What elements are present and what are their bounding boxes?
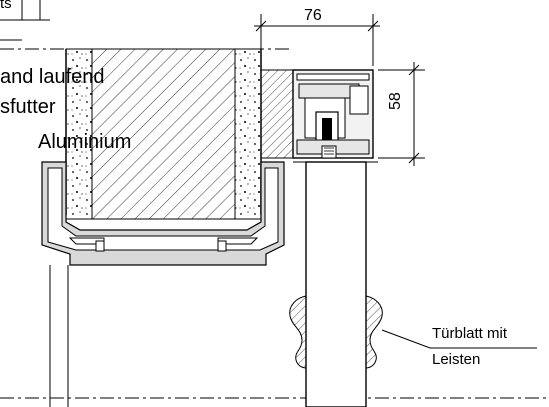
door-leaf-label-line2: Leisten: [432, 351, 481, 368]
aluminium-frame: [41, 161, 285, 266]
wall-label-line2: sfutter: [0, 96, 56, 118]
dimension-58-label: 58: [387, 92, 404, 110]
wood-block: [260, 69, 294, 159]
top-left-fragment-label: ts: [0, 0, 12, 12]
rail-profile: [292, 69, 374, 159]
leader-line: [381, 329, 537, 349]
wall-label-line1: and laufend: [0, 66, 105, 88]
door-leaf: [293, 161, 378, 407]
dimension-76-label: 76: [304, 7, 322, 24]
top-left-fragment: [0, 0, 50, 41]
door-moulding: [289, 295, 383, 369]
dimension-76: [254, 14, 380, 66]
dimension-58: [378, 62, 425, 166]
wall-section: [65, 48, 262, 220]
door-leaf-label-line1: Türblatt mit: [432, 325, 508, 342]
wall-label-line3: Aluminium: [38, 131, 132, 153]
